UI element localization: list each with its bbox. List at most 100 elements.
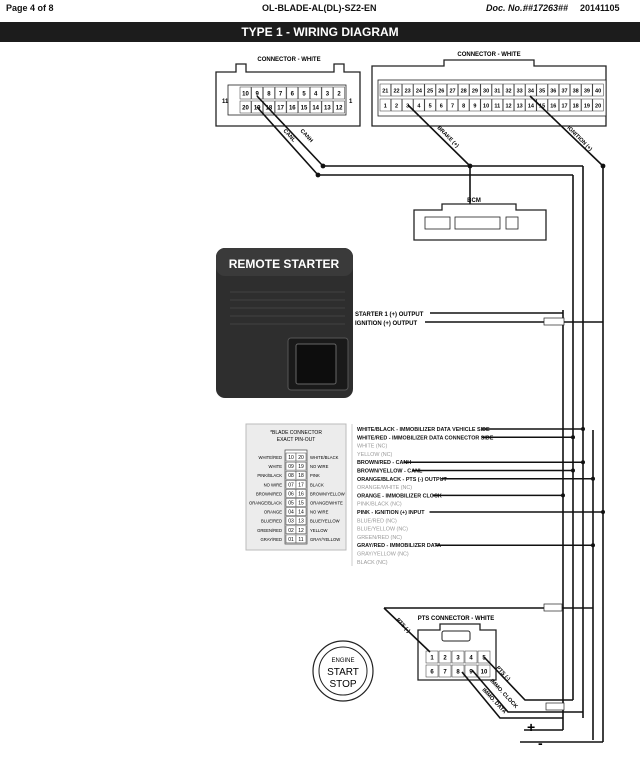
right-connector-pin — [502, 98, 515, 112]
left-connector-pin-label: 4 — [314, 92, 318, 98]
blade-right-wire: BLUE/YELLOW — [310, 519, 340, 524]
right-connector-pin-label: 28 — [461, 89, 467, 95]
blade-right-wire: GRAY/YELLOW — [310, 537, 340, 542]
right-connector-pin — [446, 98, 459, 112]
right-connector-pin-label: 9 — [473, 104, 476, 110]
right-connector-pin-label: 13 — [517, 104, 523, 110]
right-connector-pin — [469, 98, 481, 112]
right-connector-pin-label: 4 — [417, 104, 421, 110]
pts-pin-label: 1 — [430, 656, 434, 662]
pts-pin — [464, 650, 478, 664]
bcm-label: BCM — [467, 198, 481, 204]
left-connector-side-right: 1 — [349, 99, 353, 105]
right-connector-pin-label: 34 — [528, 89, 535, 95]
left-connector-pin-label: 3 — [326, 92, 330, 98]
blade-left-wire: BLUE/RED — [261, 519, 282, 524]
page-number: Page 4 of 8 — [6, 3, 54, 13]
right-connector-pin-label: 35 — [539, 89, 545, 95]
blade-right-wire: ORANGE/WHITE — [310, 501, 343, 506]
left-connector-pin-label: 12 — [336, 106, 343, 112]
wire-list-item: WHITE (NC) — [357, 444, 387, 450]
left-connector-pin-label: 2 — [337, 92, 341, 98]
right-connector-pin-label: 21 — [382, 89, 388, 95]
remote-starter-module: REMOTE STARTER — [216, 248, 353, 398]
right-connector-pin-label: 5 — [429, 104, 432, 110]
vehicle-harness-wires — [256, 95, 604, 176]
right-connector-pin — [570, 98, 582, 112]
right-connector-pin — [402, 83, 414, 97]
right-connector-pin-label: 14 — [528, 104, 535, 110]
left-connector-pin-label: 20 — [242, 106, 249, 112]
wire-list-item: GRAY/YELLOW (NC) — [357, 552, 409, 558]
left-connector-pin — [309, 100, 322, 114]
left-connector-pin-label: 13 — [324, 106, 331, 112]
right-connector-pin — [581, 98, 593, 112]
pts-pin-label: 7 — [443, 670, 447, 676]
left-connector-side-left: 11 — [222, 99, 229, 105]
wire-list-item: ORANGE - IMMOBILIZER CLOCK — [357, 493, 442, 499]
pts-pin — [451, 650, 465, 664]
right-connector-pin-label: 1 — [384, 104, 387, 110]
blade-left-wire: PINK/BLACK — [257, 473, 282, 478]
right-connector-title: CONNECTOR - WHITE — [457, 52, 520, 58]
blade-pin-a: 06 — [288, 491, 294, 497]
document-date: 20141105 — [580, 3, 620, 13]
blade-pin — [295, 461, 307, 471]
blade-left-wire: NO WIRE — [264, 482, 283, 487]
right-connector-pin — [402, 98, 414, 112]
right-connector-pin-label: 23 — [405, 89, 411, 95]
right-connector-pin-label: 39 — [584, 89, 590, 95]
wire-list-item: WHITE/RED - IMMOBILIZER DATA CONNECTOR S… — [357, 435, 494, 441]
wire-splice — [591, 543, 595, 548]
wire-list-item: GREEN/RED (NC) — [357, 535, 402, 541]
starter-output-label: STARTER 1 (+) OUTPUT — [355, 312, 424, 318]
pts-pin-label: 3 — [456, 656, 460, 662]
blade-pin — [295, 470, 307, 480]
pts-pin — [477, 664, 491, 678]
right-connector-pin — [480, 98, 492, 112]
right-connector-pin-label: 30 — [483, 89, 489, 95]
blade-pin-a: 07 — [288, 482, 294, 488]
doc-number: ##17263## — [523, 3, 569, 13]
button-line-1: ENGINE — [331, 658, 354, 664]
right-connector-pin — [547, 98, 559, 112]
right-connector-pin — [558, 98, 571, 112]
left-connector-pin-label: 16 — [289, 106, 296, 112]
blade-right-wire: YELLOW — [310, 528, 328, 533]
right-connector-pin — [424, 83, 436, 97]
wire-splice — [561, 493, 565, 498]
right-connector-pin — [379, 83, 391, 97]
left-connector-pin — [286, 100, 299, 114]
wire-splice — [571, 468, 575, 473]
blade-left-wire: ORANGE/BLACK — [249, 501, 282, 506]
blade-pin — [295, 489, 307, 498]
right-connector-pin — [570, 83, 582, 97]
right-connector-pin-label: 36 — [550, 89, 556, 95]
right-connector-pin — [469, 83, 481, 97]
blade-right-wire: BROWN/YELLOW — [310, 491, 345, 496]
blade-pin-b: 12 — [298, 528, 304, 534]
right-connector-pin — [458, 83, 470, 97]
blade-left-wire: WHITE/RED — [259, 455, 283, 460]
diagram-title: TYPE 1 - WIRING DIAGRAM — [0, 22, 640, 42]
button-line-2: START — [327, 667, 359, 678]
left-connector-pin-label: 15 — [301, 106, 308, 112]
wire-list-item: BROWN/RED - CANH — [357, 460, 411, 466]
splice-dots — [315, 163, 606, 178]
blade-pin-b: 20 — [298, 455, 304, 461]
pts-pin — [438, 664, 452, 678]
right-connector-pin-label: 24 — [416, 89, 423, 95]
right-connector-pin — [413, 83, 425, 97]
blade-pin — [295, 498, 307, 507]
left-connector-pin — [274, 86, 287, 100]
blade-pin-a: 04 — [288, 510, 294, 516]
wire-list-item: BLACK (NC) — [357, 560, 388, 566]
pts-pin-label: 4 — [469, 656, 473, 662]
pts-pin — [425, 664, 439, 678]
left-connector-pin-label: 17 — [277, 106, 284, 112]
blade-pin-b: 18 — [298, 473, 304, 479]
right-connector-pin — [536, 83, 548, 97]
blade-right-wire: WHITE/BLACK — [310, 455, 339, 460]
blade-pin — [295, 507, 307, 516]
